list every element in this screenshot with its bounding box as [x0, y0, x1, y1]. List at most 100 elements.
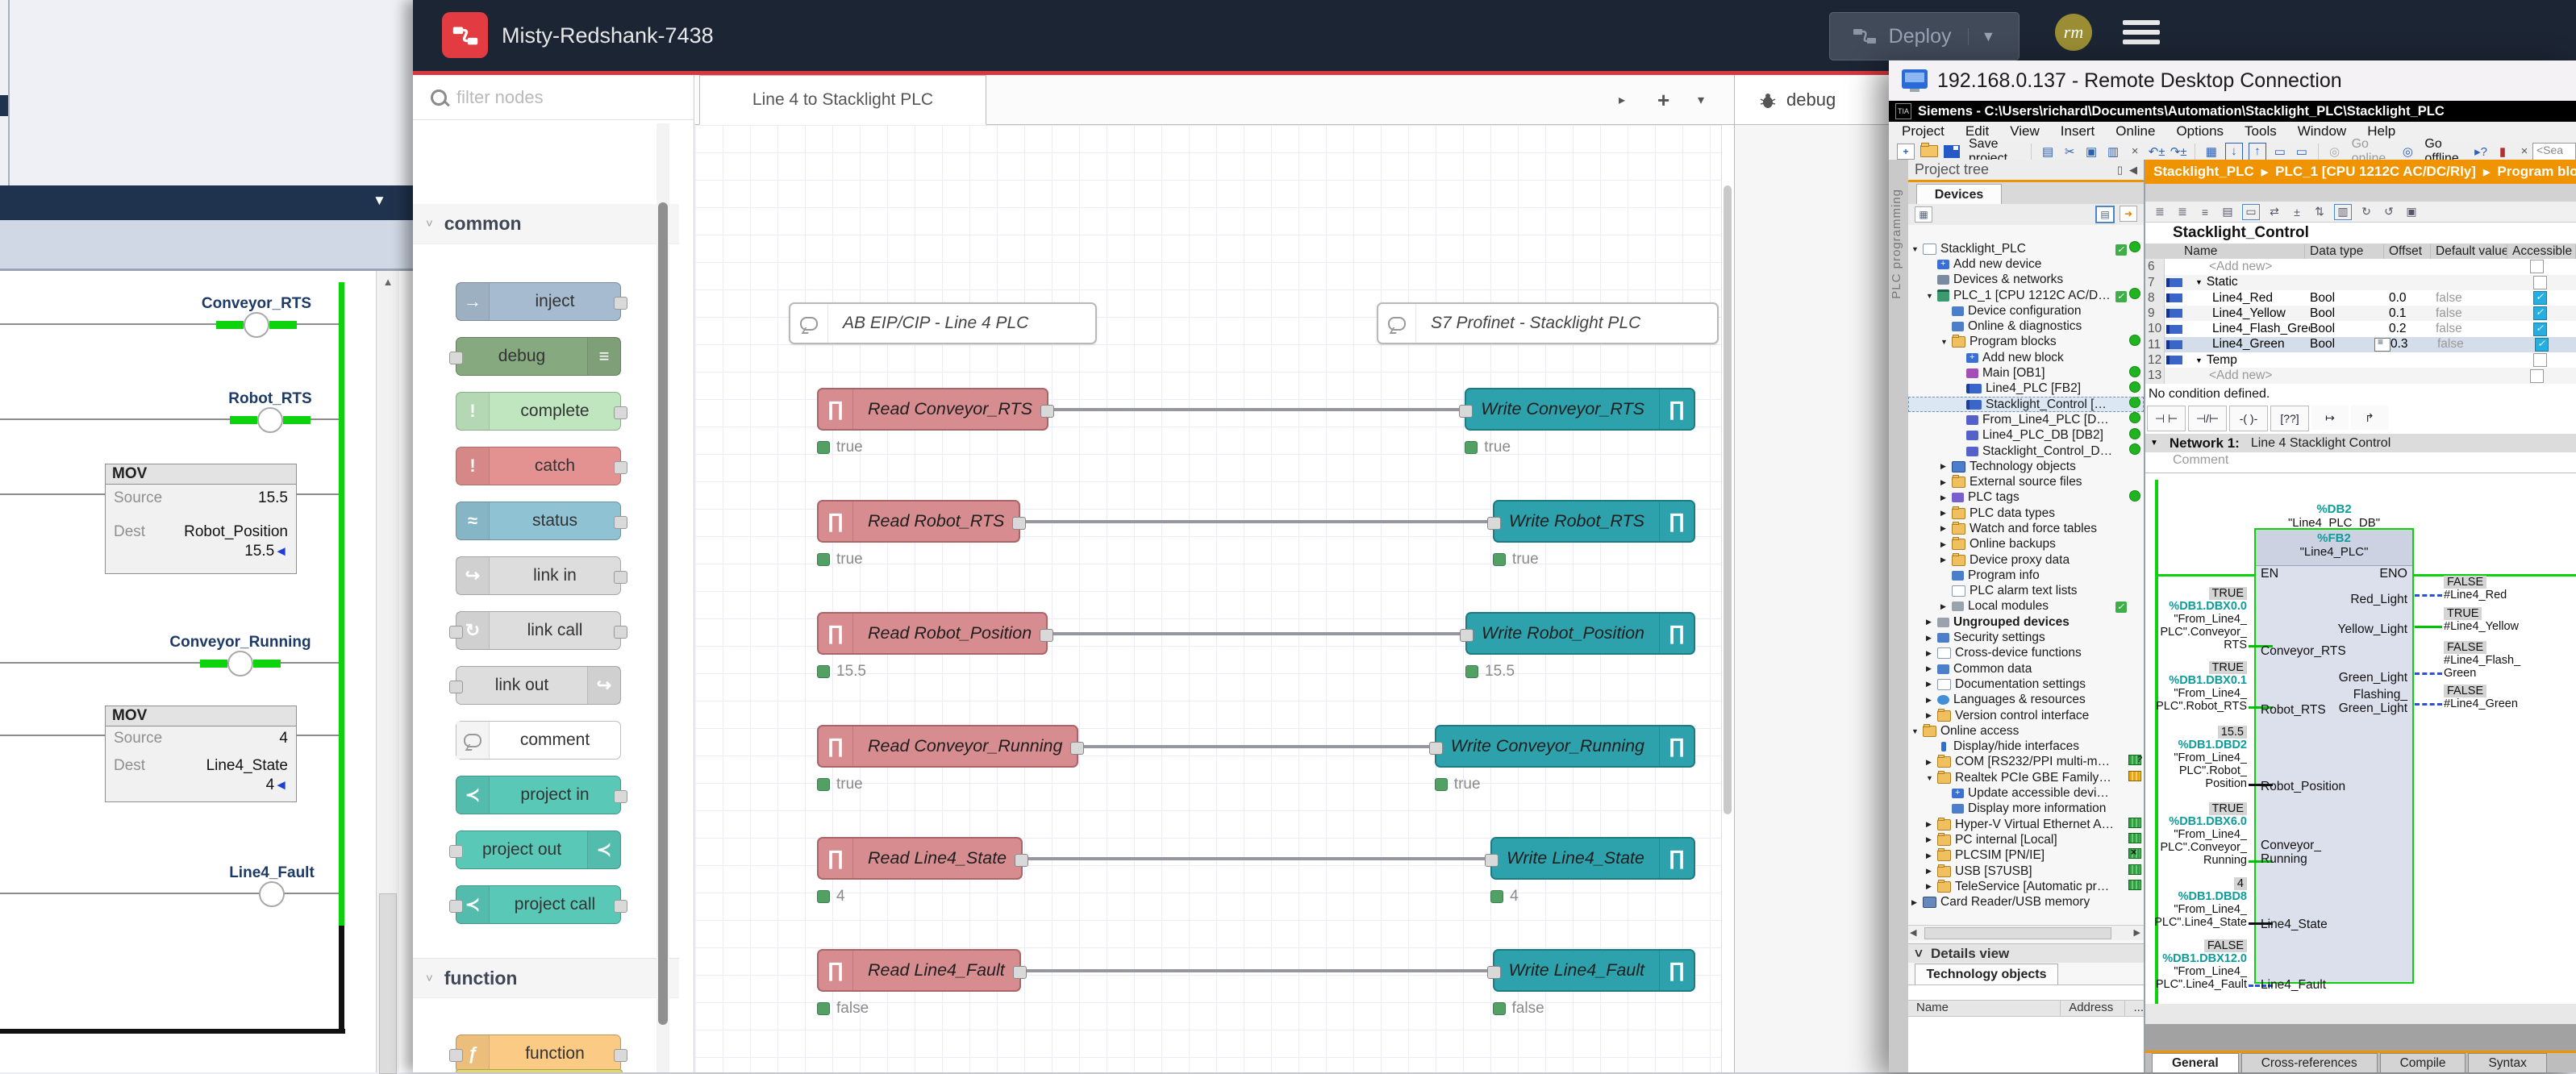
fb-output-param[interactable]: Green_Light: [2301, 671, 2407, 685]
column-default-value[interactable]: Default value: [2431, 244, 2507, 259]
tag-data-type[interactable]: Bool: [2310, 322, 2374, 336]
open-branch-icon[interactable]: ↦: [2311, 406, 2349, 430]
undo-icon[interactable]: ↶±: [2149, 144, 2165, 160]
empty-box-icon[interactable]: [??]: [2270, 406, 2309, 431]
deploy-button[interactable]: Deploy ▼: [1829, 12, 2020, 60]
tree-expander-icon[interactable]: ▶: [1926, 680, 1937, 689]
tree-expander-icon[interactable]: ▶: [1926, 664, 1937, 673]
insert-row-icon[interactable]: ≣: [2152, 205, 2168, 219]
plc-write-node[interactable]: ∏ Write Robot_Position: [1465, 612, 1695, 655]
tia-title-bar[interactable]: TIA Siemens - C:\Users\richard\Documents…: [1889, 101, 2576, 122]
tree-expander-icon[interactable]: ▼: [1926, 292, 1937, 300]
tree-item[interactable]: ▶ External source files: [1908, 474, 2144, 489]
tree-item[interactable]: ▶ PLC tags: [1908, 490, 2144, 506]
deploy-options-caret-icon[interactable]: ▼: [1968, 28, 1996, 45]
plc-read-node[interactable]: ∏ Read Conveyor_RTS: [817, 388, 1048, 431]
collapse-panel-icon[interactable]: ◀: [2129, 164, 2137, 177]
pin-panel-icon[interactable]: ▯: [2117, 164, 2123, 177]
fb-input-param[interactable]: Robot_Position: [2261, 780, 2406, 793]
network-comment-placeholder[interactable]: Comment: [2173, 453, 2228, 468]
add-flow-icon[interactable]: +: [1657, 75, 1669, 125]
fb-input-param[interactable]: Line4_State: [2261, 918, 2406, 931]
tree-item[interactable]: ▶ PC internal [Local]: [1908, 832, 2144, 847]
copy-icon[interactable]: ▣: [2083, 144, 2099, 160]
plc-write-node[interactable]: ∏ Write Line4_Fault: [1493, 949, 1696, 992]
fb-input-operand[interactable]: 15.5 %DB1.DBD2 "From_Line4_ PLC".Robot_ …: [2145, 726, 2247, 790]
operand-name[interactable]: "From_Line4_ PLC".Line4_State: [2145, 903, 2247, 929]
tree-item[interactable]: Online & diagnostics: [1908, 318, 2144, 334]
palette-node[interactable]: project out: [456, 830, 621, 869]
breadcrumb-project[interactable]: Stacklight_PLC: [2153, 164, 2254, 180]
tag-name[interactable]: Line4_Green: [2212, 337, 2285, 352]
plc-write-node[interactable]: ∏ Write Line4_State: [1490, 837, 1695, 880]
type-picker-icon[interactable]: [2374, 323, 2389, 335]
mov-instruction[interactable]: MOV Source4 DestLine4_State 4◄: [105, 706, 297, 802]
fb-output-operand[interactable]: FALSE #Line4_Flash_ Green: [2444, 641, 2565, 680]
fb-output-operand[interactable]: TRUE #Line4_Yellow: [2444, 607, 2565, 633]
scroll-right-icon[interactable]: ▶: [2134, 927, 2140, 938]
tree-filter-icon[interactable]: ▦: [1915, 206, 1932, 223]
tree-item[interactable]: ▶ Card Reader/USB memory: [1908, 894, 2144, 910]
type-picker-icon[interactable]: [2374, 292, 2389, 304]
plc-write-node[interactable]: ∏ Write Conveyor_Running: [1435, 725, 1695, 768]
tree-expander-icon[interactable]: ▼: [1911, 727, 1923, 735]
tag-default-value[interactable]: false: [2436, 306, 2512, 321]
start-cpu-icon[interactable]: ▭: [2272, 144, 2288, 160]
output-coil[interactable]: [216, 312, 297, 338]
tag-table-row[interactable]: 7 ▼Static: [2145, 275, 2576, 290]
operand-name[interactable]: #Line4_Yellow: [2444, 620, 2565, 633]
tree-item[interactable]: ▶ Local modules: [1908, 599, 2144, 614]
palette-node[interactable]: inject: [456, 282, 621, 321]
tree-expander-icon[interactable]: ▶: [1940, 493, 1952, 502]
reset-stop-icon[interactable]: ↺: [2381, 205, 2397, 219]
tab-devices[interactable]: Devices: [1916, 184, 2002, 205]
tree-expander-icon[interactable]: ▶: [1940, 509, 1952, 518]
coil-tag[interactable]: Line4_Fault: [183, 864, 361, 882]
tree-item[interactable]: ▼ PLC_1 [CPU 1212C AC/DC/Rly]: [1908, 288, 2144, 303]
tree-item[interactable]: Line4_PLC [FB2]: [1908, 381, 2144, 397]
coil-tag[interactable]: Conveyor_Running: [152, 634, 329, 651]
flow-tab[interactable]: Line 4 to Stacklight PLC: [699, 75, 986, 125]
type-picker-icon[interactable]: [2371, 260, 2386, 273]
load-values-icon[interactable]: ⇅: [2311, 205, 2328, 219]
delete-icon[interactable]: ×: [2127, 144, 2143, 160]
go-offline-icon[interactable]: ◎: [2399, 144, 2416, 160]
menu-item[interactable]: Window: [2298, 123, 2346, 139]
tree-item[interactable]: ▶ Ungrouped devices: [1908, 614, 2144, 630]
fb-input-operand[interactable]: FALSE %DB1.DBX12.0 "From_Line4_ PLC".Lin…: [2145, 939, 2247, 991]
network-title[interactable]: Line 4 Stacklight Control: [2251, 436, 2391, 451]
palette-node[interactable]: function: [456, 1034, 621, 1072]
diagnostics-icon[interactable]: ▸?: [2473, 144, 2489, 160]
scrollbar-thumb[interactable]: [1924, 927, 2111, 939]
palette-scrollbar[interactable]: [657, 123, 669, 1072]
tree-expander-icon[interactable]: ▶: [1926, 882, 1937, 891]
palette-node-partial[interactable]: [456, 1069, 623, 1072]
tag-default-value[interactable]: false: [2436, 322, 2512, 336]
tag-name[interactable]: Static: [2207, 275, 2238, 289]
accessible-checkbox[interactable]: [2533, 306, 2547, 320]
column-address[interactable]: Address: [2060, 1001, 2124, 1016]
network-collapse-icon[interactable]: ▼: [2150, 439, 2158, 448]
menu-item[interactable]: Project: [1902, 123, 1945, 139]
tree-item[interactable]: From_Line4_PLC [DB1]: [1908, 412, 2144, 427]
inspector-tab[interactable]: Cross-references: [2241, 1053, 2378, 1072]
wire[interactable]: [1016, 857, 1497, 860]
type-picker-icon[interactable]: [2374, 307, 2389, 319]
scrollbar-thumb[interactable]: [658, 202, 668, 1025]
wire[interactable]: [1041, 632, 1472, 635]
plc-read-node[interactable]: ∏ Read Conveyor_Running: [817, 725, 1078, 768]
tag-table-row[interactable]: 13 <Add new>: [2145, 368, 2576, 383]
column-offset[interactable]: Offset: [2384, 244, 2431, 259]
chevron-down-icon[interactable]: ▼: [373, 193, 386, 209]
tag-name[interactable]: Line4_Yellow: [2212, 306, 2286, 321]
palette-node[interactable]: project in: [456, 776, 621, 814]
tag-table-row[interactable]: 12 ▼Temp: [2145, 352, 2576, 368]
fb-input-param[interactable]: Conveyor_ Running: [2261, 839, 2406, 866]
accessible-checkbox[interactable]: [2533, 291, 2547, 305]
tree-item[interactable]: ▶ Documentation settings: [1908, 676, 2144, 692]
tree-expander-icon[interactable]: ▶: [1926, 711, 1937, 720]
flow-canvas[interactable]: AB EIP/CIP - Line 4 PLC S7 Profinet - St…: [695, 125, 1734, 1072]
fb-input-operand[interactable]: TRUE %DB1.DBX0.1 "From_Line4_ PLC".Robot…: [2145, 661, 2247, 713]
tree-expander-icon[interactable]: ▶: [1940, 462, 1952, 471]
scrollbar-thumb[interactable]: [379, 893, 397, 1074]
